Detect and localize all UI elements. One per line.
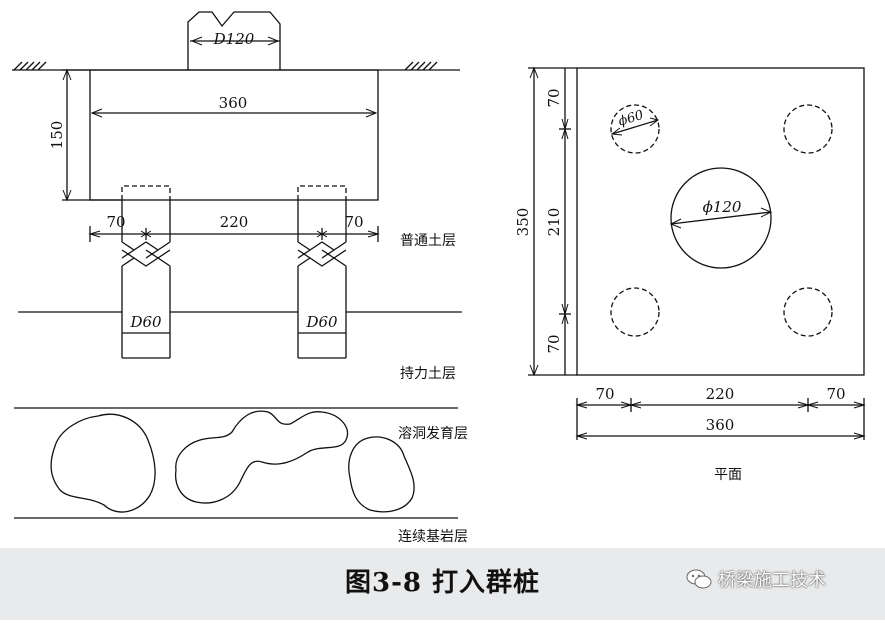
pile-head — [187, 11, 281, 70]
plan-bottom-total: 360 — [706, 416, 735, 434]
pile-right-label: D60 — [305, 313, 338, 331]
layer-bedrock: 连续基岩层 — [398, 528, 468, 545]
layer-karst: 溶洞发育层 — [398, 426, 468, 442]
figure-caption: 图3-8 打入群桩 — [344, 568, 541, 598]
karst-cave-3 — [348, 436, 415, 513]
pile-head-label: D120 — [213, 30, 255, 48]
plan-pile-br — [783, 287, 833, 337]
plan-top-edge: 70 — [545, 88, 563, 107]
cap-height-label: 150 — [48, 121, 66, 150]
layer-ordinary-soil: 普通土层 — [400, 233, 456, 249]
cap-width-label: 360 — [219, 94, 248, 112]
plan-pile-tl — [610, 104, 660, 154]
plan-pile-tr — [783, 104, 833, 154]
plan-height-total: 350 — [514, 208, 532, 237]
plan-bottom-middle: 220 — [706, 385, 735, 403]
plan-pile-bl — [610, 287, 660, 337]
plan-bottom-left: 70 — [595, 385, 614, 403]
plan-cap-outline — [576, 67, 865, 376]
plan-pile-center — [670, 167, 772, 269]
edge-right-label: 70 — [344, 213, 363, 231]
layer-bearing-soil: 持力土层 — [400, 366, 456, 382]
plan-bottom-right: 70 — [826, 385, 845, 403]
ground-line — [12, 61, 460, 71]
pile-left-label: D60 — [129, 313, 162, 331]
plan-small-pile-label: ϕ60 — [617, 108, 646, 130]
plan-center-pile-label: ϕ120 — [703, 198, 742, 216]
pile-right — [297, 185, 347, 359]
caption-band — [0, 548, 885, 620]
plan-title: 平面 — [714, 467, 742, 483]
pile-spacing-label: 220 — [220, 213, 249, 231]
wechat-icon — [686, 569, 712, 589]
pile-left — [121, 185, 171, 359]
edge-left-label: 70 — [106, 213, 125, 231]
karst-cave-2 — [174, 410, 349, 504]
pile-cap — [89, 69, 379, 201]
watermark-text: 桥梁施工技术 — [718, 570, 826, 591]
karst-cave-1 — [50, 413, 156, 513]
plan-middle: 210 — [545, 208, 563, 237]
plan-bottom-edge: 70 — [545, 334, 563, 353]
watermark: 桥梁施工技术 — [686, 566, 826, 592]
